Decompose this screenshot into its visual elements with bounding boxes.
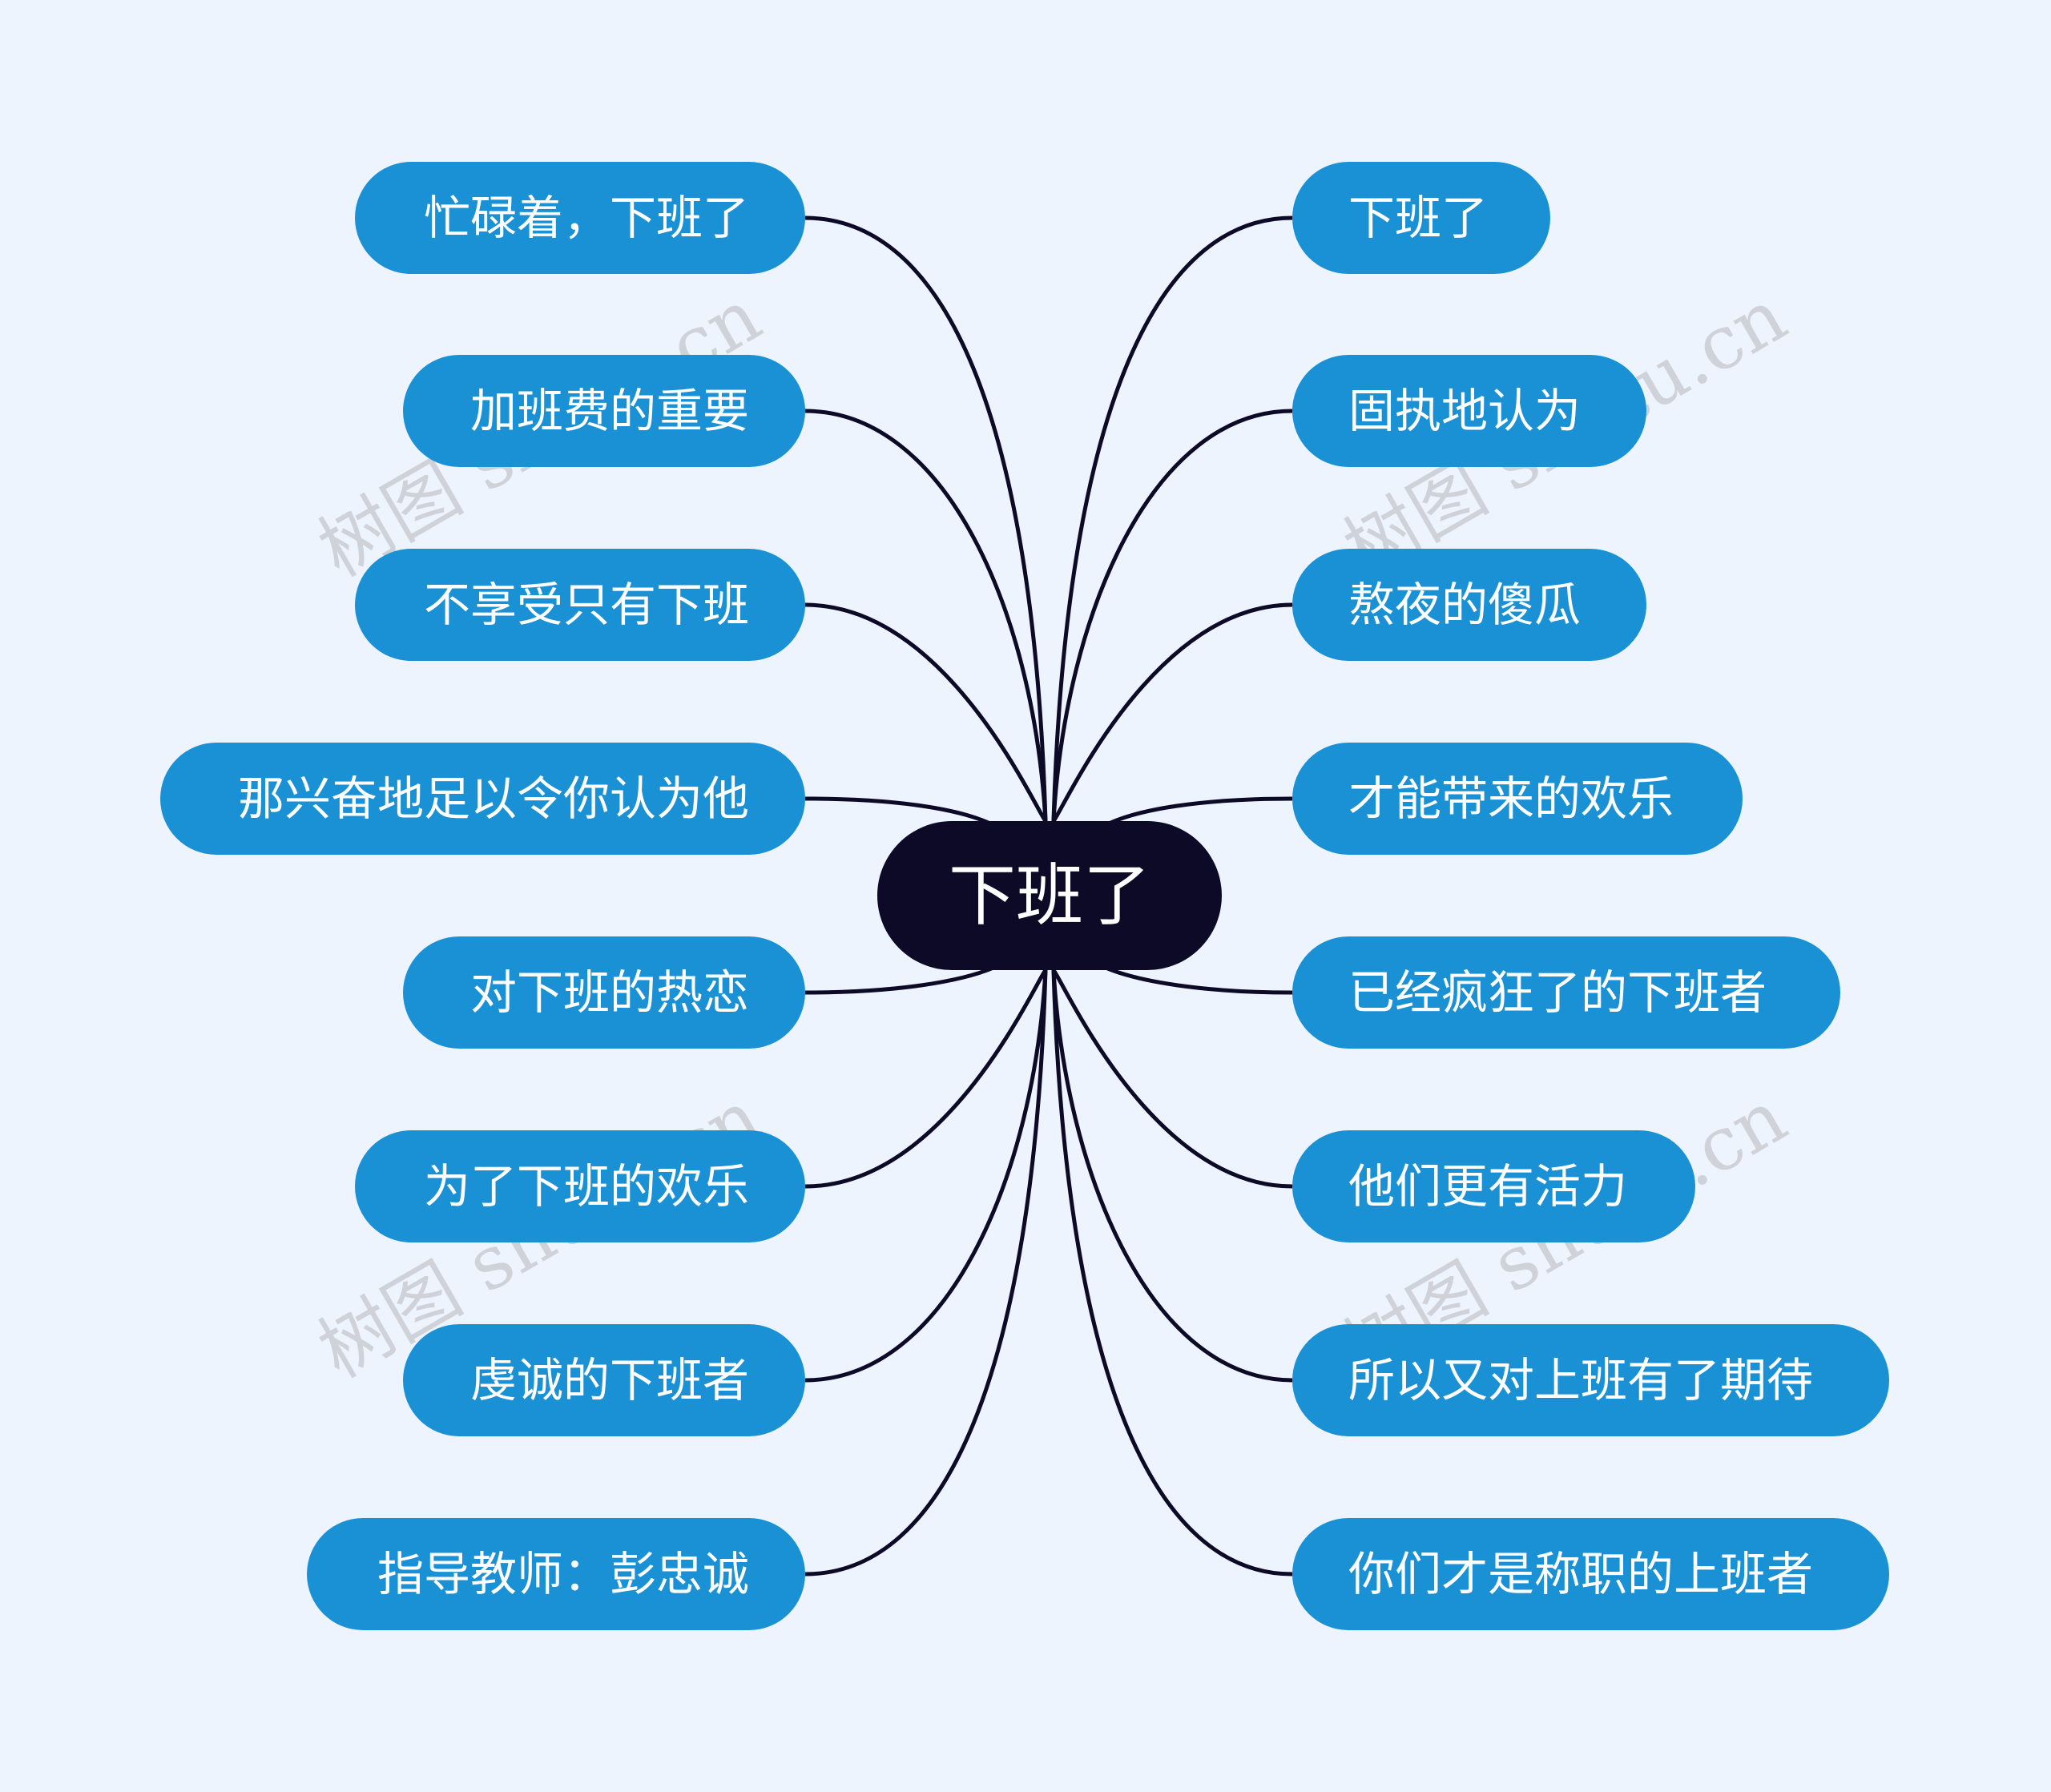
connector-right-4 bbox=[1104, 796, 1293, 828]
connector-right-1 bbox=[1051, 215, 1293, 822]
root-node[interactable]: 下班了 bbox=[877, 821, 1222, 970]
connector-right-7 bbox=[1051, 969, 1293, 1383]
branch-node-right-1[interactable]: 下班了 bbox=[1292, 162, 1550, 274]
connector-left-2 bbox=[804, 409, 1048, 822]
branch-node-right-2[interactable]: 固执地认为 bbox=[1292, 355, 1646, 467]
branch-node-right-6[interactable]: 他们更有活力 bbox=[1292, 1130, 1695, 1242]
connector-right-3 bbox=[1051, 602, 1293, 823]
connector-left-6 bbox=[804, 968, 1048, 1189]
branch-node-right-4[interactable]: 才能带来的欢乐 bbox=[1292, 743, 1743, 855]
connector-left-3 bbox=[804, 602, 1048, 823]
branch-node-left-8[interactable]: 指导教师：彭忠诚 bbox=[307, 1518, 805, 1630]
branch-node-left-5[interactable]: 对下班的热恋 bbox=[403, 936, 805, 1049]
branch-node-left-3[interactable]: 不享受只有下班 bbox=[355, 549, 805, 661]
branch-node-left-2[interactable]: 加班费的重要 bbox=[403, 355, 805, 467]
branch-node-left-6[interactable]: 为了下班的欢乐 bbox=[355, 1130, 805, 1242]
connector-right-6 bbox=[1051, 968, 1293, 1189]
branch-node-right-3[interactable]: 熬夜的傻瓜 bbox=[1292, 549, 1646, 661]
branch-node-left-1[interactable]: 忙碌着，下班了 bbox=[355, 162, 805, 274]
connector-left-4 bbox=[804, 796, 995, 828]
connector-right-2 bbox=[1051, 409, 1293, 822]
branch-node-left-7[interactable]: 虔诚的下班者 bbox=[403, 1324, 805, 1436]
connector-right-5 bbox=[1105, 965, 1293, 995]
branch-node-right-7[interactable]: 所以又对上班有了期待 bbox=[1292, 1324, 1889, 1436]
connector-left-8 bbox=[804, 969, 1048, 1577]
connector-left-1 bbox=[804, 215, 1048, 822]
connector-right-8 bbox=[1051, 969, 1293, 1577]
branch-node-right-8[interactable]: 你们才是称职的上班者 bbox=[1292, 1518, 1889, 1630]
connector-left-5 bbox=[804, 965, 994, 995]
connector-left-7 bbox=[804, 969, 1048, 1383]
branch-node-right-5[interactable]: 已经疯狂了的下班者 bbox=[1292, 936, 1840, 1049]
branch-node-left-4[interactable]: 那兴奋地足以令你认为他 bbox=[160, 743, 805, 855]
